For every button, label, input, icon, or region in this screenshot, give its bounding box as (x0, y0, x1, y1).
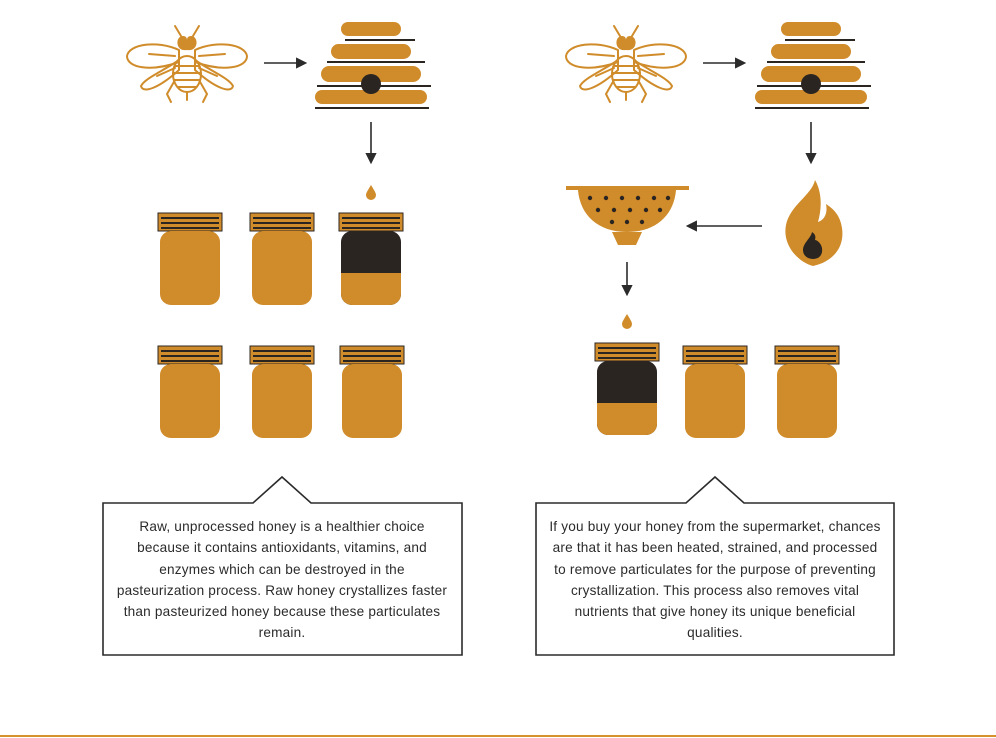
honey-drop-icon (622, 314, 632, 329)
callout-frame-left (102, 475, 463, 656)
honey-jar-icon (339, 345, 405, 439)
honey-jar-filling-icon (338, 212, 404, 306)
bottom-divider (0, 735, 996, 737)
beehive-icon (754, 21, 872, 109)
honey-drop-icon (366, 185, 376, 200)
callout-frame-right (535, 475, 895, 656)
callout-text-right: If you buy your honey from the supermark… (549, 519, 881, 641)
honey-jar-icon (682, 345, 748, 439)
honey-jar-icon (249, 345, 315, 439)
bee-icon (565, 25, 687, 103)
honey-jar-icon (157, 212, 223, 306)
honey-jar-icon (249, 212, 315, 306)
bee-icon (126, 25, 248, 103)
colander-icon (566, 186, 689, 245)
honey-jar-icon (774, 345, 840, 439)
honey-jar-filling-icon (594, 342, 660, 436)
honey-jar-icon (157, 345, 223, 439)
callout-text-left: Raw, unprocessed honey is a healthier ch… (116, 519, 448, 641)
beehive-icon (314, 21, 432, 109)
flame-icon (785, 180, 843, 266)
